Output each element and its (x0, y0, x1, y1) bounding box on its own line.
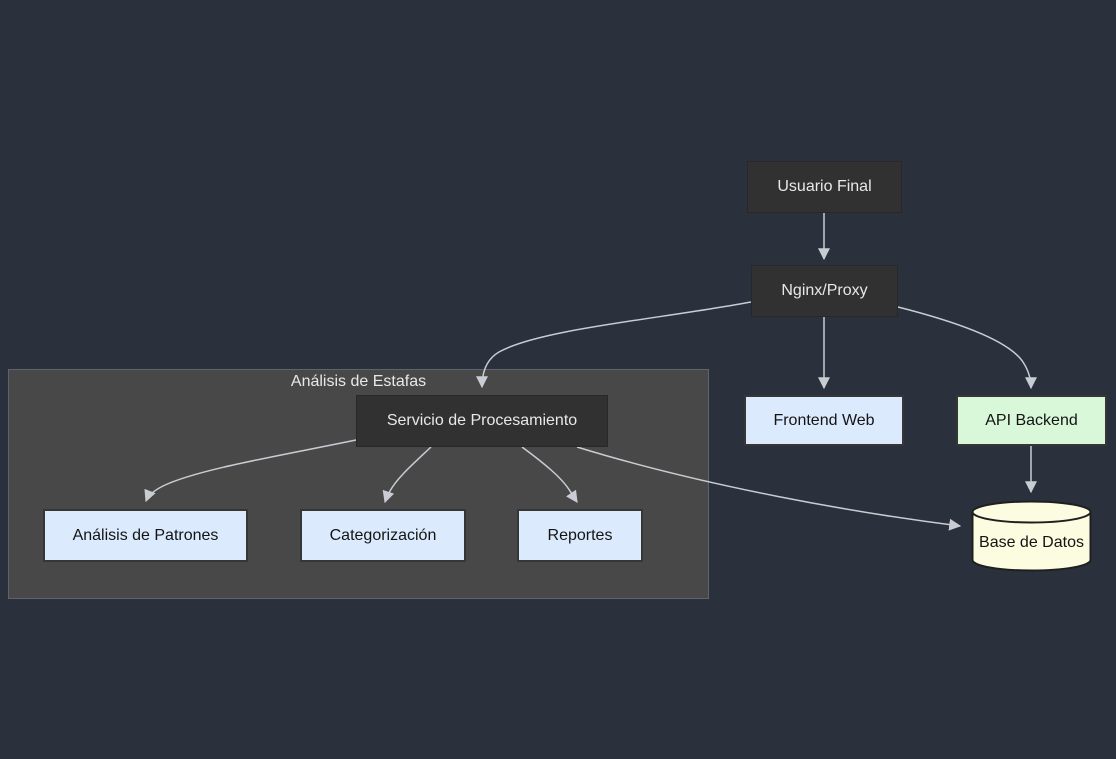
node-label: Frontend Web (773, 411, 875, 429)
node-label: Servicio de Procesamiento (386, 412, 578, 429)
node-label: Nginx/Proxy (781, 282, 868, 299)
node-servicio-de-procesamiento: Servicio de Procesamiento (356, 395, 608, 447)
subgraph-title: Análisis de Estafas (290, 373, 427, 390)
node-categorizacion: Categorización (300, 509, 466, 562)
edge-servicio-to-reportes (521, 446, 578, 503)
node-api-backend: API Backend (956, 395, 1107, 446)
node-label: Base de Datos (979, 534, 1084, 551)
node-base-de-datos: Base de Datos (971, 500, 1092, 572)
node-reportes: Reportes (517, 509, 643, 562)
node-analisis-de-patrones: Análisis de Patrones (43, 509, 248, 562)
node-label: API Backend (985, 411, 1078, 429)
node-label: Categorización (329, 526, 437, 544)
edge-servicio-to-analisis-patrones (144, 439, 357, 503)
node-usuario-final: Usuario Final (747, 161, 902, 213)
edge-servicio-to-categorizacion (382, 446, 432, 504)
node-label: Usuario Final (777, 178, 872, 195)
node-label: Análisis de Patrones (72, 526, 219, 544)
edge-nginx-proxy-to-api-backend (897, 306, 1037, 390)
edge-servicio-to-base-de-datos (576, 446, 962, 531)
node-nginx-proxy: Nginx/Proxy (751, 265, 898, 317)
node-frontend-web: Frontend Web (744, 395, 904, 446)
database-cylinder-icon (971, 500, 1092, 572)
edge-nginx-proxy-to-servicio-procesamiento (476, 301, 752, 389)
node-label: Reportes (547, 526, 613, 544)
